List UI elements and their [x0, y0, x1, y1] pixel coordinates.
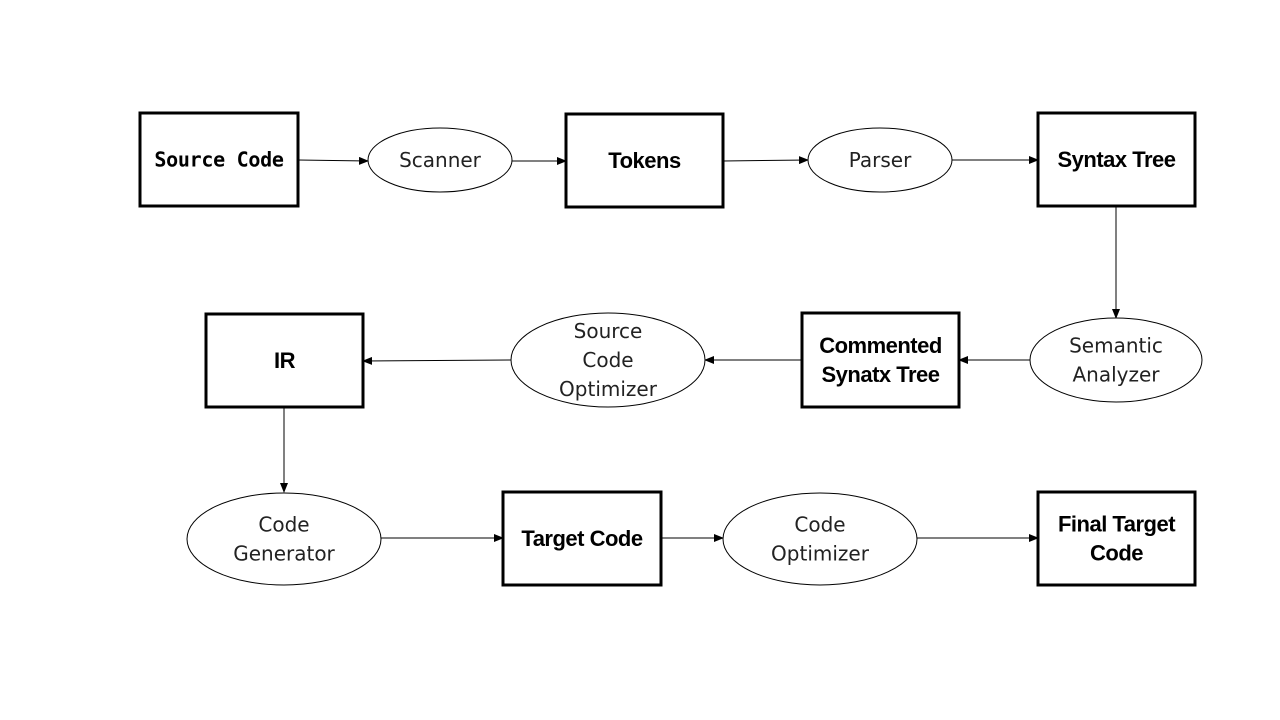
- tokens-label: Tokens: [608, 148, 681, 173]
- code-optimizer-label: Code: [794, 513, 845, 537]
- source-code-label: Source Code: [154, 148, 283, 172]
- semantic-analyzer-ellipse: [1029, 317, 1203, 403]
- node-syntax-tree: Syntax Tree: [1036, 111, 1197, 208]
- scanner-ellipse: [367, 127, 513, 193]
- source-code-optimizer-label: Optimizer: [559, 377, 658, 401]
- code-optimizer-label: Optimizer: [771, 542, 870, 566]
- code-generator-label: Code: [258, 513, 309, 537]
- final-target-code-label: Code: [1090, 541, 1143, 566]
- source-code-optimizer-label: Code: [582, 348, 633, 372]
- commented-tree-box: [800, 311, 961, 409]
- nodes-layer: Source Code Scanner Tokens Parser Syntax Tre…: [138, 111, 1203, 587]
- scanner-label: Scanner: [399, 148, 482, 172]
- semantic-analyzer-label: Semantic: [1069, 334, 1163, 358]
- parser-ellipse: [807, 127, 953, 193]
- node-parser: Parser: [807, 127, 953, 193]
- syntax-tree-label: Syntax Tree: [1057, 147, 1175, 172]
- source-code-box: [138, 111, 300, 208]
- commented-tree-label: Commented: [819, 333, 942, 358]
- node-scanner: Scanner: [367, 127, 513, 193]
- parser-label: Parser: [849, 148, 912, 172]
- arrow-source-code-optimizer-to-ir: [362, 356, 512, 365]
- source-code-optimizer-ellipse: [510, 312, 706, 408]
- node-source-code: Source Code: [138, 111, 300, 208]
- semantic-analyzer-label: Analyzer: [1072, 363, 1160, 387]
- arrow-tokens-to-parser: [722, 156, 809, 165]
- target-code-label: Target Code: [521, 526, 642, 551]
- node-ir: IR: [204, 312, 365, 409]
- edges-layer: [280, 156, 1120, 542]
- final-target-code-label: Final Target: [1058, 512, 1176, 537]
- node-target-code: Target Code: [501, 490, 663, 587]
- tokens-box: [564, 112, 725, 209]
- target-code-box: [501, 490, 663, 587]
- source-code-optimizer-label: Source: [574, 319, 643, 343]
- code-optimizer-ellipse: [722, 492, 918, 586]
- commented-tree-label: Synatx Tree: [821, 362, 939, 387]
- node-tokens: Tokens: [564, 112, 725, 209]
- ir-label: IR: [274, 348, 296, 373]
- syntax-tree-box: [1036, 111, 1197, 208]
- arrow-source-code-to-scanner: [297, 156, 369, 165]
- final-target-code-box: [1036, 490, 1197, 587]
- code-generator-label: Generator: [233, 542, 335, 566]
- ir-box: [204, 312, 365, 409]
- code-generator-ellipse: [186, 492, 382, 586]
